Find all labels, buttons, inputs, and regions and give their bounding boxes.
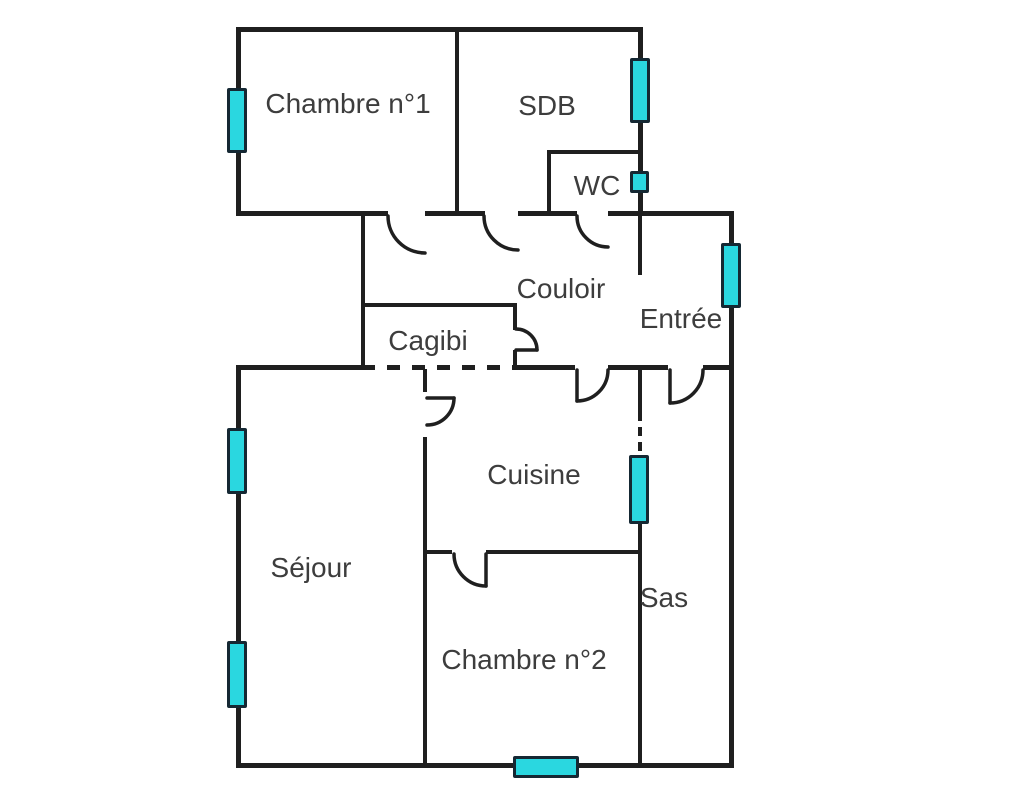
- wall-couloir-entree-divider: [638, 215, 642, 275]
- room-label-wc: WC: [573, 170, 621, 201]
- wall-y365-seg3: [608, 365, 668, 370]
- wall-y213-seg3: [518, 211, 577, 216]
- wall-y213-seg1: [236, 211, 388, 216]
- wall-left-bottom-block: [236, 365, 241, 768]
- room-label-sdb: SDB: [518, 90, 576, 121]
- wall-cagibi-top: [361, 303, 517, 307]
- room-label-chambre1: Chambre n°1: [265, 88, 431, 119]
- window-chambre2-bottom: [513, 756, 579, 778]
- room-label-sas: Sas: [639, 582, 689, 613]
- room-label-entree: Entrée: [639, 303, 723, 334]
- window-sejour-upper: [227, 428, 247, 494]
- window-sdb: [630, 58, 650, 123]
- wall-cagibi-right-lower: [513, 350, 517, 365]
- wall-y213-seg4: [608, 211, 734, 216]
- wall-bottom-outer: [236, 763, 734, 768]
- wall-chambre1-sdb-divider: [455, 31, 459, 211]
- wall-y365-seg4: [703, 365, 734, 370]
- room-label-cuisine: Cuisine: [487, 459, 581, 490]
- wall-cuisine-bottom-left: [425, 550, 452, 554]
- door-arc-cuisine: [575, 368, 610, 403]
- wall-wc-top: [547, 150, 638, 154]
- window-cuisine-sas: [629, 455, 649, 524]
- room-label-sejour: Séjour: [270, 552, 352, 583]
- wall-y213-seg2: [425, 211, 485, 216]
- wall-y365-dashed: [362, 365, 517, 370]
- room-label-chambre2: Chambre n°2: [441, 644, 607, 675]
- wall-y365-seg1: [236, 365, 362, 370]
- wall-chambre2-sas-divider: [638, 552, 642, 764]
- door-arc-chambre2: [452, 552, 488, 588]
- room-label-cagibi: Cagibi: [388, 325, 468, 356]
- wall-cuisine-sas-dashed: [638, 412, 642, 458]
- wall-y365-seg2: [517, 365, 575, 370]
- wall-top-outer: [236, 27, 643, 32]
- door-arc-entree-sas: [668, 368, 705, 405]
- window-sejour-lower: [227, 641, 247, 708]
- wall-cuisine-bottom-right: [486, 550, 640, 554]
- wall-couloir-left: [361, 215, 365, 365]
- room-label-couloir: Couloir: [516, 273, 606, 304]
- wall-sejour-divider-upper: [423, 369, 427, 392]
- door-arc-cagibi: [514, 327, 539, 352]
- wall-sejour-divider-lower: [423, 437, 427, 768]
- door-arc-wc: [575, 214, 610, 249]
- window-wc: [630, 171, 649, 193]
- wall-cagibi-right-upper: [513, 303, 517, 330]
- door-arc-sdb: [482, 214, 520, 252]
- window-entree: [721, 243, 741, 308]
- wall-wc-left: [547, 150, 551, 211]
- door-arc-sejour-cuisine: [425, 396, 456, 427]
- wall-cuisine-sas-lower: [638, 523, 642, 552]
- door-arc-chambre1: [386, 214, 427, 255]
- wall-cuisine-sas-upper: [638, 369, 642, 412]
- wall-east-outer: [729, 211, 734, 768]
- window-chambre1: [227, 88, 247, 153]
